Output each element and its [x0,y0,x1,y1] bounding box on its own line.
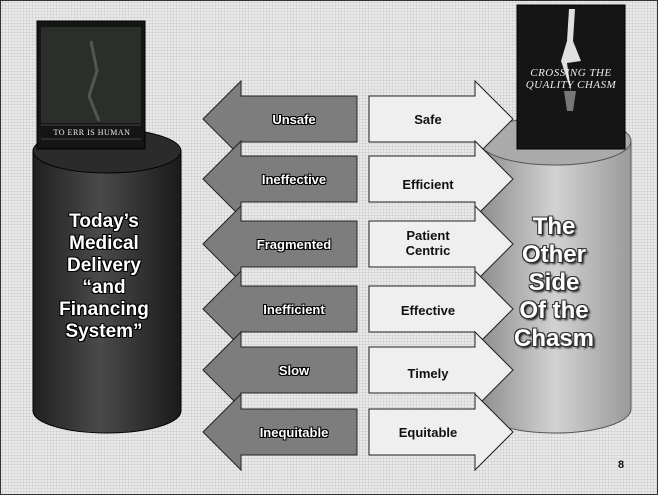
left-arrow-label: Inefficient [263,302,325,317]
right-arrow-label-line: Patient [406,228,450,243]
right-arrow-label: Patient Centric [373,228,483,258]
left-cylinder-line: Medical [69,233,139,254]
left-arrow-label: Slow [278,363,310,378]
right-cylinder-text: The Other Side Of the Chasm [484,213,624,353]
left-arrow-label: Fragmented [256,237,332,252]
right-arrow-label-line: Timely [407,366,449,381]
to-err-is-human-book-icon [36,20,146,150]
left-arrow-label: Ineffective [261,172,327,187]
right-arrow [368,330,514,410]
right-arrow [368,204,514,284]
left-cylinder-line: Financing [59,299,149,320]
page-number: 8 [618,459,625,471]
left-cylinder-text: Today’s Medical Delivery “and Financing … [29,211,179,343]
right-arrow-label-line: Safe [414,112,442,127]
right-arrow-label-line: Efficient [402,177,454,192]
right-arrow [368,392,514,472]
left-arrow-label: Unsafe [272,112,316,127]
right-arrow-label: Equitable [373,425,483,440]
left-cylinder-line: Delivery [67,255,141,276]
right-book-title-line: CROSSING THE [530,67,612,79]
right-book-title-line: QUALITY CHASM [525,79,617,91]
right-arrow [368,79,514,159]
right-cylinder-line: Chasm [513,325,595,352]
left-cylinder-line: Today’s [69,211,139,232]
right-arrow-label-line: Equitable [398,425,458,440]
left-arrow-label: Inequitable [259,425,329,440]
crossing-the-quality-chasm-book-icon [516,4,626,150]
left-arrows [202,79,358,472]
left-book-title: TO ERR IS HUMAN [53,128,131,137]
right-cylinder-line: Side [528,269,580,296]
right-arrow-label-line: Centric [405,243,451,258]
right-arrow-label-line: Effective [400,303,456,318]
right-arrows [368,79,514,472]
right-cylinder-line: The [532,213,576,240]
left-arrow [202,392,358,472]
right-arrow-label: Effective [373,303,483,318]
right-arrow-label: Safe [373,112,483,127]
right-arrow-label: Timely [373,366,483,381]
right-arrow-label: Efficient [373,177,483,192]
right-arrow [368,269,514,349]
right-cylinder-line: Other [521,241,586,268]
left-cylinder-line: System” [65,321,143,342]
left-cylinder-line: “and [82,277,126,298]
right-book-title: CROSSING THE QUALITY CHASM [519,67,623,91]
right-cylinder-line: Of the [519,297,589,324]
right-arrow [368,139,514,219]
